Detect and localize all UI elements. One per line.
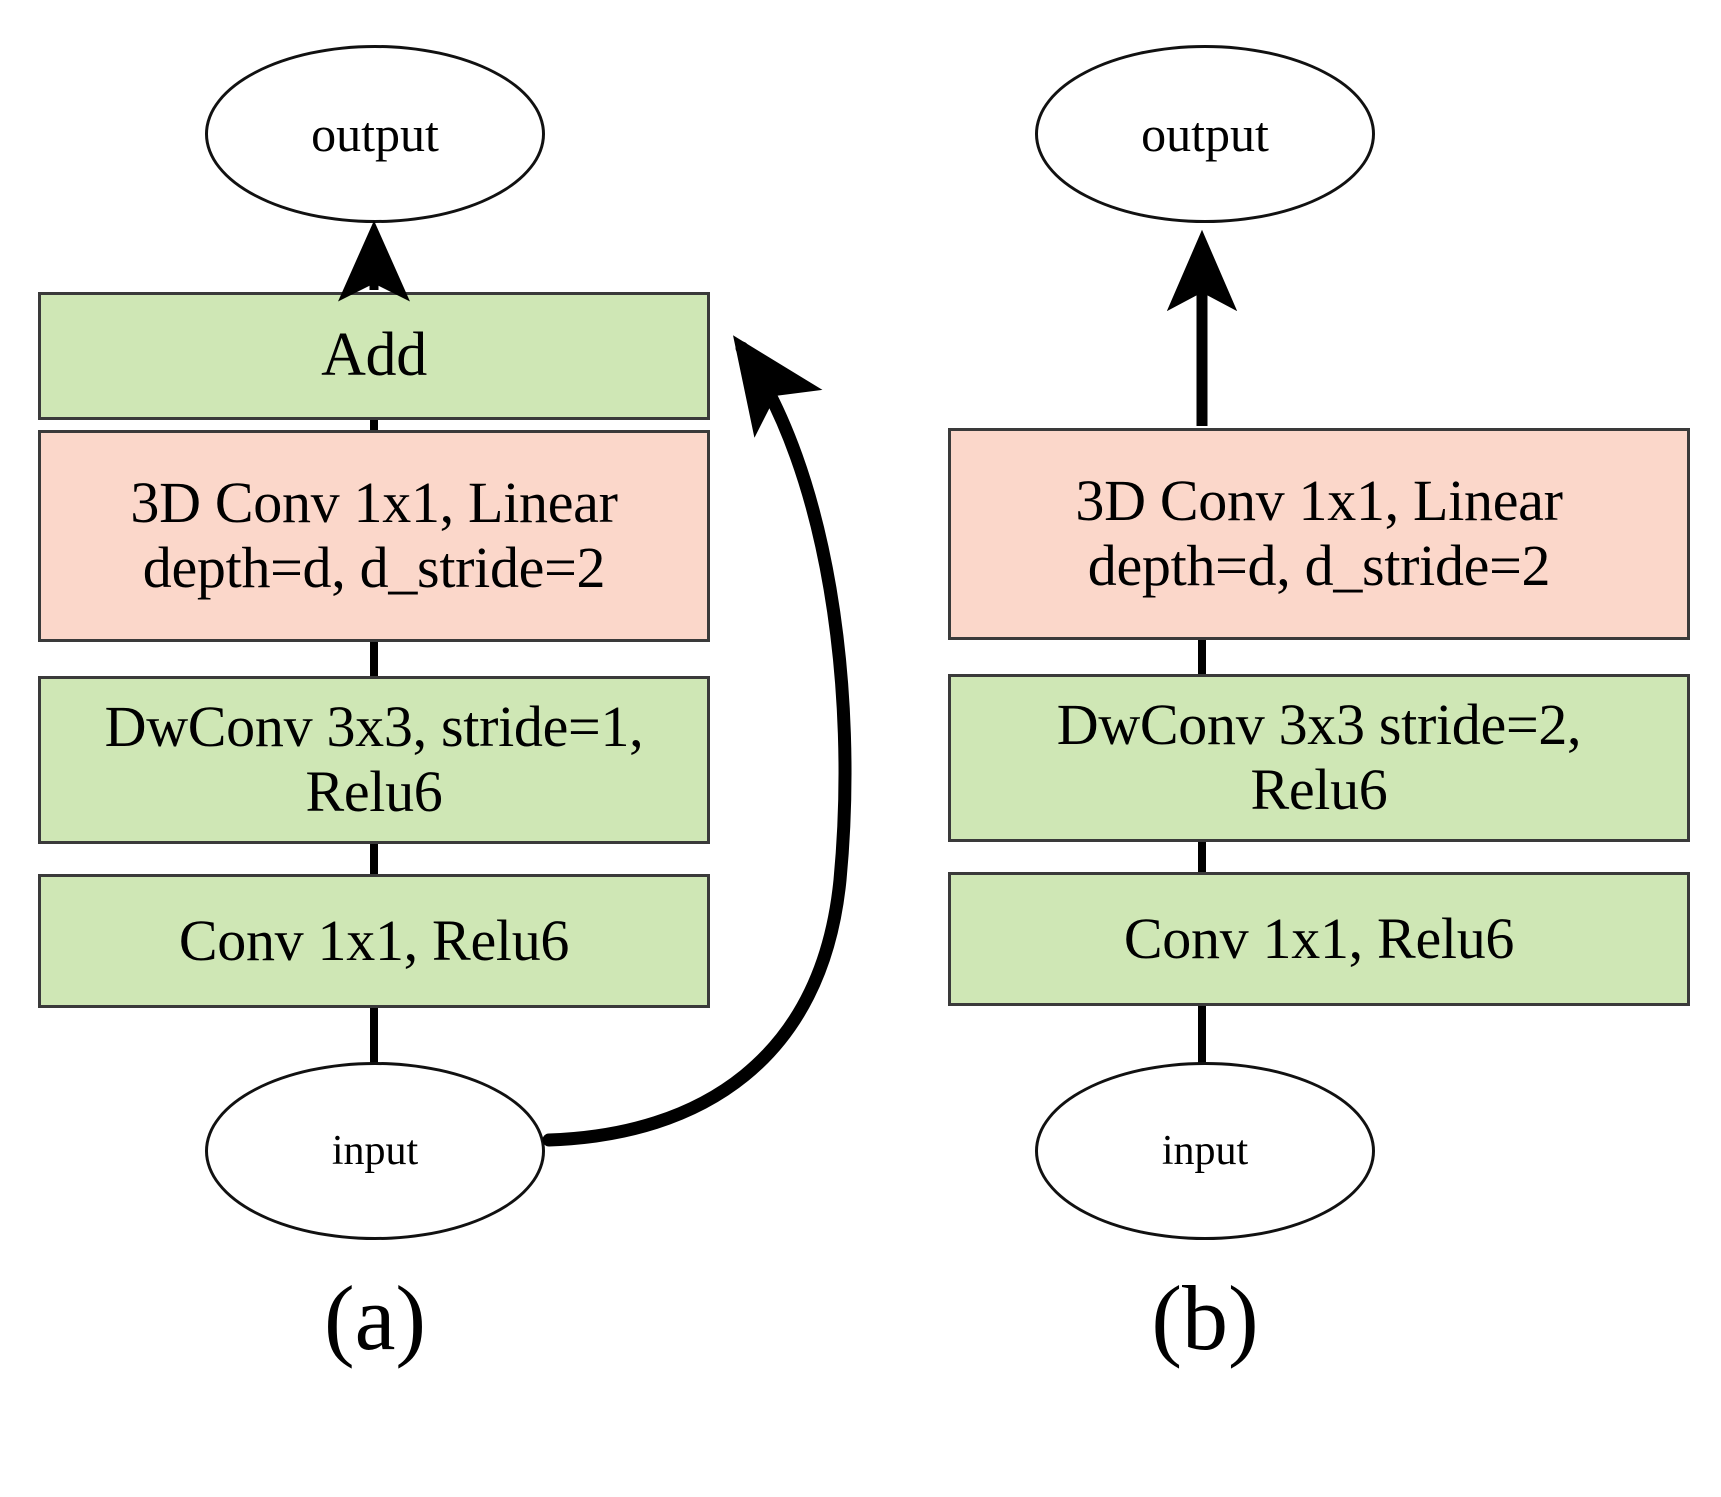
a-conv1x1-label: Conv 1x1, Relu6	[178, 907, 570, 973]
a-input-ellipse: input	[205, 1062, 545, 1240]
a-panel-label: (a)	[323, 1267, 427, 1369]
b-dwconv-line1: DwConv 3x3 stride=2,	[1056, 692, 1582, 758]
a-input-label: input	[331, 1128, 419, 1174]
b-panel-label: (b)	[1151, 1267, 1259, 1369]
a-conv3d-line2: depth=d, d_stride=2	[142, 535, 606, 600]
b-connector-conv3d-to-dwconv	[1198, 638, 1206, 678]
b-conv3d-line1: 3D Conv 1x1, Linear	[1075, 468, 1563, 534]
b-conv3d-block: 3D Conv 1x1, Linear depth=d, d_stride=2	[948, 428, 1690, 640]
a-output-ellipse: output	[205, 45, 545, 223]
b-connector-dwconv-to-conv1x1	[1198, 840, 1206, 876]
a-add-block: Add	[38, 292, 710, 420]
a-conv1x1-block: Conv 1x1, Relu6	[38, 874, 710, 1008]
a-conv3d-block: 3D Conv 1x1, Linear depth=d, d_stride=2	[38, 430, 710, 642]
a-output-label: output	[311, 106, 439, 162]
a-connector-add-to-conv3d	[370, 418, 378, 434]
b-conv1x1-label: Conv 1x1, Relu6	[1123, 905, 1515, 971]
b-input-label: input	[1161, 1128, 1249, 1174]
a-conv3d-line1: 3D Conv 1x1, Linear	[130, 470, 618, 536]
b-dwconv-block: DwConv 3x3 stride=2, Relu6	[948, 674, 1690, 842]
a-dwconv-block: DwConv 3x3, stride=1, Relu6	[38, 676, 710, 844]
b-conv3d-line2: depth=d, d_stride=2	[1087, 533, 1551, 598]
a-connector-conv3d-to-dwconv	[370, 640, 378, 680]
a-add-label: Add	[321, 321, 427, 390]
a-dwconv-line1: DwConv 3x3, stride=1,	[104, 694, 644, 760]
a-dwconv-line2: Relu6	[305, 759, 443, 824]
a-connector-input-to-conv1x1	[370, 1006, 378, 1068]
b-input-ellipse: input	[1035, 1062, 1375, 1240]
b-output-label: output	[1141, 106, 1269, 162]
b-conv1x1-block: Conv 1x1, Relu6	[948, 872, 1690, 1006]
a-connector-dwconv-to-conv1x1	[370, 842, 378, 878]
b-connector-input-to-conv1x1	[1198, 1004, 1206, 1066]
b-dwconv-line2: Relu6	[1250, 757, 1388, 822]
b-output-ellipse: output	[1035, 45, 1375, 223]
